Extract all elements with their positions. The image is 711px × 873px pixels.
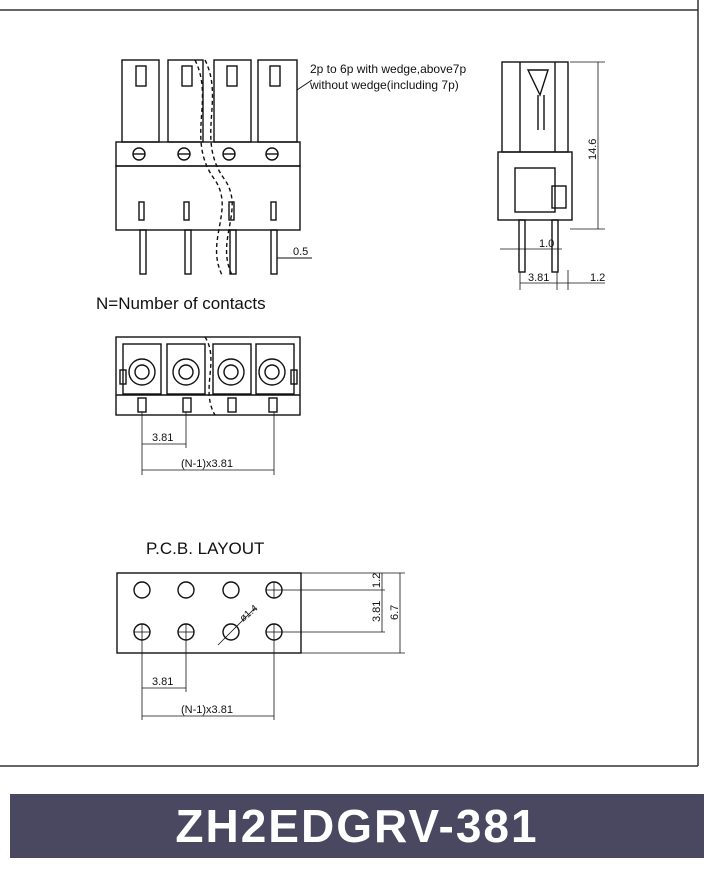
contacts-note: N=Number of contacts <box>96 294 266 313</box>
top-span-dim: (N-1)x3.81 <box>181 458 233 470</box>
pcb-row-offset-dim: 1.2 <box>371 573 383 588</box>
pcb-row-spacing-dim: 3.81 <box>371 601 383 622</box>
pcb-span-dim: (N-1)x3.81 <box>181 704 233 716</box>
pcb-hole-dia: ø1.4 <box>238 603 261 625</box>
side-offset-dim: 1.2 <box>590 272 605 284</box>
pcb-total-dim: 6.7 <box>389 605 401 620</box>
top-pitch-dim: 3.81 <box>152 432 173 444</box>
model-title: ZH2EDGRV-381 <box>175 800 539 852</box>
side-pin-gap-dim: 1.0 <box>539 238 554 250</box>
model-banner: ZH2EDGRV-381 <box>10 794 704 858</box>
side-view <box>497 61 605 290</box>
top-view <box>115 336 301 475</box>
pcb-pitch-dim: 3.81 <box>152 676 173 688</box>
front-pin-dim: 0.5 <box>293 246 308 258</box>
drawing-border <box>0 0 699 767</box>
wedge-note-line1: 2p to 6p with wedge,above7p <box>310 62 466 76</box>
wedge-note-leader <box>296 79 313 91</box>
side-pitch-dim: 3.81 <box>528 272 549 284</box>
side-height-dim: 14.6 <box>587 139 599 160</box>
wedge-note-line2: without wedge(including 7p) <box>309 78 459 92</box>
pcb-layout <box>116 572 405 720</box>
pcb-title: P.C.B. LAYOUT <box>146 539 264 558</box>
front-view <box>115 59 312 276</box>
